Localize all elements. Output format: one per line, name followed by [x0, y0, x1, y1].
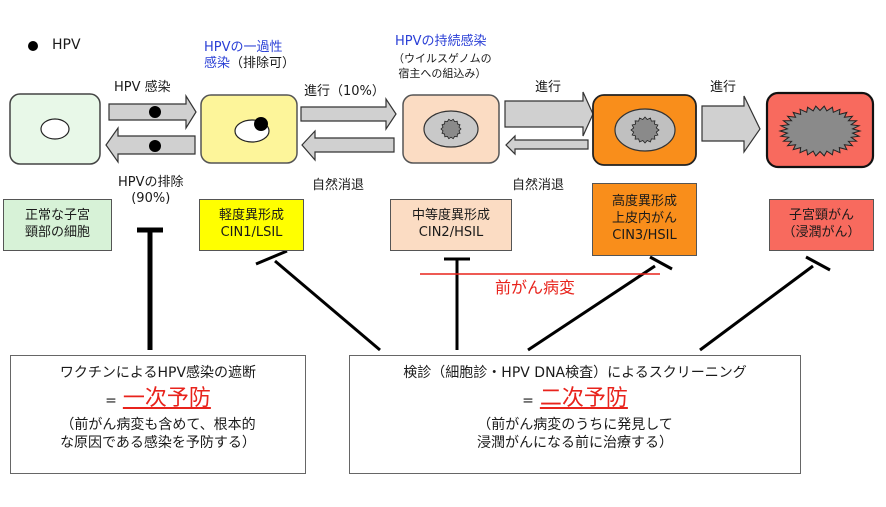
cell-cin2: [402, 94, 500, 164]
arrow-clearance: [105, 126, 196, 164]
secondary-inhibitor-line-cin3: [527, 264, 656, 352]
nucleus-icon: [40, 118, 70, 140]
invasive-tumor-icon: [778, 105, 862, 157]
label-progress-cancer: 進行: [710, 80, 737, 95]
cell-cin1: [200, 94, 298, 164]
cell-normal: [9, 93, 101, 165]
hpv-dot-icon: [28, 41, 38, 51]
primary-prevention-box: ワクチンによるHPV感染の遮断 = 一次予防 （前がん病変も含めて、根本的 な原因…: [10, 355, 306, 474]
cell-cancer: [765, 91, 875, 169]
precancer-label: 前がん病変: [495, 278, 576, 297]
secondary-prevention-desc: 検診（細胞診・HPV DNA検査）によるスクリーニング: [403, 365, 747, 381]
stage-label-normal: 正常な子宮頸部の細胞: [3, 199, 112, 251]
hpv-dot-icon: [254, 117, 268, 131]
arrow-progress-10: [300, 97, 397, 131]
secondary-prevention-box: 検診（細胞診・HPV DNA検査）によるスクリーニング = 二次予防 （前がん病変…: [349, 355, 801, 474]
persistent-infection-annotation: HPVの持続感染: [395, 34, 487, 49]
label-clearance: HPVの排除(90%): [118, 175, 184, 206]
inhibition-lines: [137, 227, 831, 352]
equals-sign: =: [105, 392, 117, 409]
secondary-prevention-note-1: （前がん病変のうちに発見して: [477, 416, 673, 433]
abnormal-nucleus-icon: [440, 118, 462, 140]
label-regress-cin2: 自然消退: [512, 178, 565, 193]
cell-cin3: [592, 94, 697, 166]
hpv-dot-icon: [149, 106, 161, 118]
secondary-inhibitor-line-cancer: [699, 264, 814, 352]
secondary-prevention-title: 二次予防: [539, 385, 628, 411]
secondary-inhibitor-line-cin1: [274, 259, 381, 352]
abnormal-nucleus-icon: [630, 116, 660, 144]
legend-hpv-label: HPV: [52, 37, 81, 53]
stage-label-cancer: 子宮頸がん（浸潤がん）: [769, 199, 874, 251]
persistent-infection-detail: （ウイルスゲノムの 宿主への組込み）: [393, 52, 492, 80]
transient-infection-annotation: HPVの一過性 感染（排除可）: [204, 40, 296, 71]
primary-prevention-desc: ワクチンによるHPV感染の遮断: [59, 365, 257, 381]
equals-sign: =: [522, 392, 534, 409]
arrow-regress-cin2: [301, 129, 395, 162]
primary-prevention-title: 一次予防: [122, 385, 211, 411]
secondary-prevention-note-2: 浸潤がんになる前に治療する）: [477, 435, 673, 452]
arrow-infection: [108, 93, 197, 131]
label-infection: HPV 感染: [114, 80, 171, 95]
arrow-regress-cin3: [505, 134, 589, 156]
arrow-progress-cancer: [701, 95, 761, 154]
label-regress-cin1: 自然消退: [312, 178, 365, 193]
hpv-dot-icon: [149, 140, 161, 152]
primary-prevention-note-2: な原因である感染を予防する）: [60, 435, 256, 452]
primary-prevention-note-1: （前がん病変も含めて、根本的: [60, 416, 256, 433]
label-progress-cin3: 進行: [535, 80, 562, 95]
arrow-progress-cin3: [504, 91, 594, 137]
label-progress-10: 進行（10%）: [304, 84, 385, 99]
